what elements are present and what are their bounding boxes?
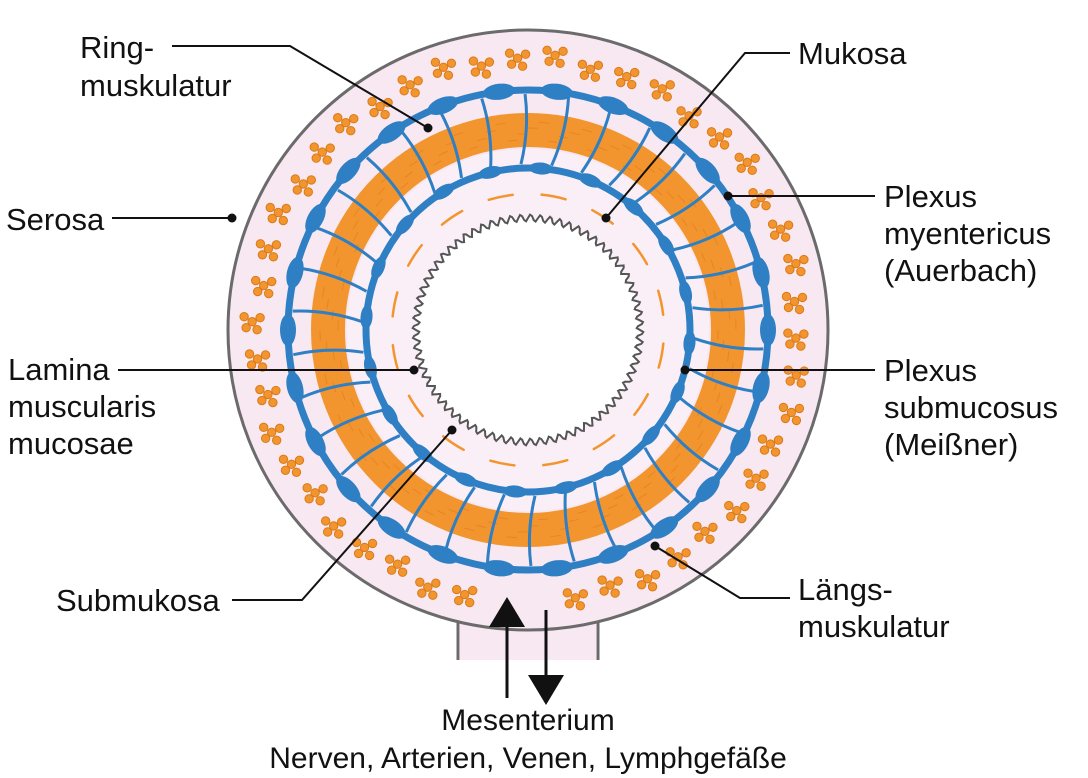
label-lamina-1: Lamina — [8, 352, 110, 387]
label-lamina-2: muscularis — [8, 389, 156, 424]
myenteric-ganglion — [280, 314, 296, 346]
label-plexus-myentericus-3: (Auerbach) — [884, 253, 1037, 288]
label-plexus-submucosus-1: Plexus — [884, 353, 977, 388]
label-plexus-myentericus-1: Plexus — [884, 179, 977, 214]
label-laengsmuskulatur-1: Längs- — [798, 572, 893, 607]
label-serosa: Serosa — [6, 202, 105, 237]
label-submukosa: Submukosa — [56, 583, 220, 618]
label-lamina-3: mucosae — [8, 426, 134, 461]
label-plexus-submucosus-3: (Meißner) — [884, 427, 1018, 462]
label-ringmuskulatur-2: muskulatur — [80, 68, 232, 103]
label-laengsmuskulatur-2: muskulatur — [798, 609, 950, 644]
label-vessels: Nerven, Arterien, Venen, Lymphgefäße — [269, 742, 787, 775]
label-mukosa: Mukosa — [798, 36, 907, 71]
label-plexus-submucosus-2: submucosus — [884, 390, 1058, 425]
myenteric-ganglion — [760, 314, 776, 346]
label-ringmuskulatur-1: Ring- — [80, 30, 154, 65]
label-mesenterium: Mesenterium — [441, 704, 614, 737]
label-plexus-myentericus-2: myentericus — [884, 216, 1051, 251]
